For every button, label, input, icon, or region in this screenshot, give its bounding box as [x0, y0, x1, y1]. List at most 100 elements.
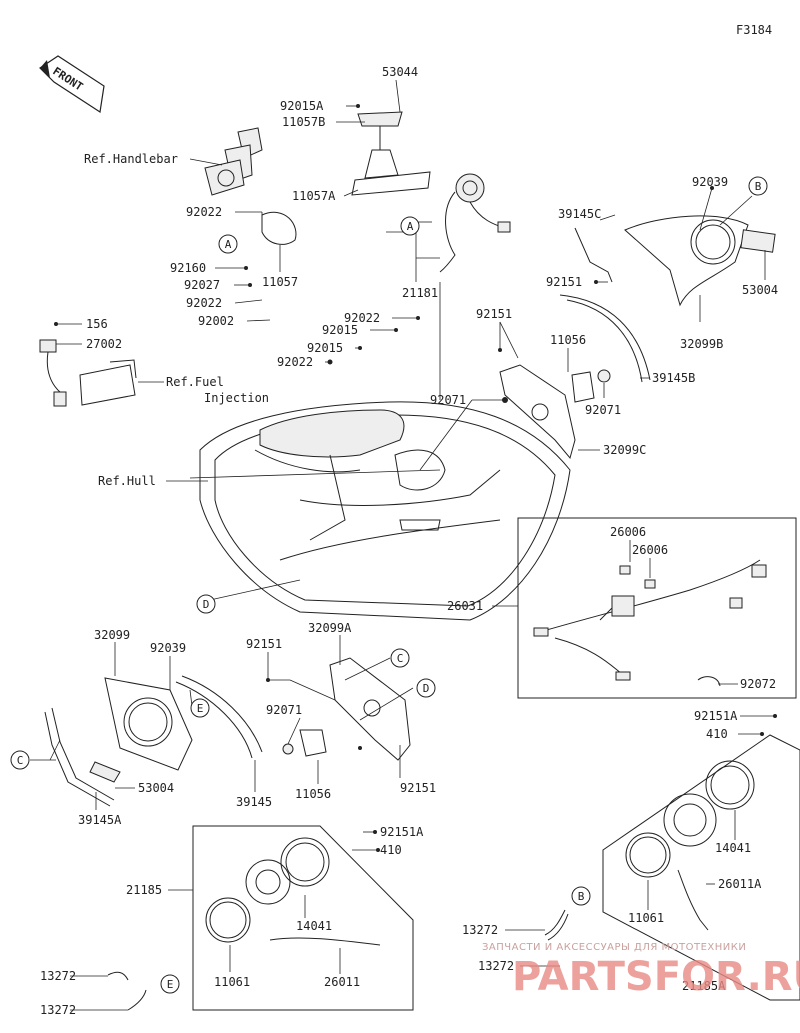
label-92151-b: 92151 — [476, 307, 512, 321]
svg-text:B: B — [755, 180, 762, 193]
label-11057b: 11057B — [282, 115, 325, 129]
label-21181: 21181 — [402, 286, 438, 300]
svg-text:A: A — [225, 238, 232, 251]
label-92160: 92160 — [170, 261, 206, 275]
label-39145b: 39145B — [652, 371, 695, 385]
handlebar-mount-drawing — [204, 127, 297, 245]
label-92151-a: 92151 — [546, 275, 582, 289]
label-92039-b: 92039 — [150, 641, 186, 655]
label-39145c: 39145C — [558, 207, 601, 221]
label-92039-a: 92039 — [692, 175, 728, 189]
svg-text:D: D — [203, 598, 210, 611]
speaker-cover-32099-drawing — [44, 675, 263, 807]
clip-92072-drawing — [697, 676, 721, 687]
label-26006-a: 26006 — [610, 525, 646, 539]
leader-lines — [30, 79, 775, 1011]
label-156: 156 — [86, 317, 108, 331]
label-92151a-2: 92151A — [380, 825, 424, 839]
label-27002: 27002 — [86, 337, 122, 351]
label-92022-a: 92022 — [186, 205, 222, 219]
label-32099c: 32099C — [603, 443, 646, 457]
label-410-a: 410 — [706, 727, 728, 741]
label-92151a-1: 92151A — [694, 709, 738, 723]
label-32099: 32099 — [94, 628, 130, 642]
label-14041-a: 14041 — [715, 841, 751, 855]
label-26006-b: 26006 — [632, 543, 668, 557]
callout-e-2: E — [160, 974, 180, 994]
label-11056-a: 11056 — [550, 333, 586, 347]
label-92015-b: 92015 — [307, 341, 343, 355]
front-arrow-icon: FRONT — [39, 55, 105, 114]
callout-d-2: D — [416, 678, 436, 698]
label-53004-a: 53004 — [742, 283, 778, 297]
label-11057: 11057 — [262, 275, 298, 289]
speaker-cover-32099b-drawing — [559, 215, 776, 383]
label-92015-a: 92015 — [322, 323, 358, 337]
label-21185: 21185 — [126, 883, 162, 897]
label-11061-a: 11061 — [628, 911, 664, 925]
svg-text:E: E — [167, 978, 174, 991]
label-92071-a: 92071 — [430, 393, 466, 407]
bolt-dots — [54, 104, 777, 852]
svg-text:C: C — [397, 652, 404, 665]
label-410-b: 410 — [380, 843, 402, 857]
callout-a-2: A — [400, 216, 420, 236]
ref-hull-label: Ref.Hull — [98, 474, 156, 488]
label-13272-c: 13272 — [40, 969, 76, 983]
svg-text:D: D — [423, 682, 430, 695]
callout-d-1: D — [196, 594, 216, 614]
label-11061-b: 11061 — [214, 975, 250, 989]
figure-id: F3184 — [736, 23, 772, 37]
svg-text:C: C — [17, 754, 24, 767]
gauge-assembly-drawing — [351, 111, 511, 273]
part-labels: 53044 92015A 11057B 11057A 92022 11057 9… — [40, 65, 778, 1017]
svg-text:A: A — [407, 220, 414, 233]
label-53004-b: 53004 — [138, 781, 174, 795]
callout-b-2: B — [571, 886, 591, 906]
ref-fuel-label-1: Ref.Fuel — [166, 375, 224, 389]
label-92071-c: 92071 — [266, 703, 302, 717]
label-92151-d: 92151 — [400, 781, 436, 795]
connector-27002-drawing — [39, 339, 137, 407]
label-39145a: 39145A — [78, 813, 122, 827]
callout-b-1: B — [748, 176, 768, 196]
label-26011: 26011 — [324, 975, 360, 989]
label-14041-b: 14041 — [296, 919, 332, 933]
label-92022-b: 92022 — [186, 296, 222, 310]
label-92027: 92027 — [184, 278, 220, 292]
speaker-box-21185a — [544, 734, 800, 1001]
label-11056-b: 11056 — [295, 787, 331, 801]
label-13272-b: 13272 — [478, 959, 514, 973]
label-92071-b: 92071 — [585, 403, 621, 417]
label-92151-c: 92151 — [246, 637, 282, 651]
label-53044: 53044 — [382, 65, 418, 79]
label-11057a: 11057A — [292, 189, 336, 203]
label-39145: 39145 — [236, 795, 272, 809]
label-92015a: 92015A — [280, 99, 324, 113]
bracket-32099c-drawing — [499, 364, 611, 460]
svg-text:B: B — [578, 890, 585, 903]
ref-handlebar-label: Ref.Handlebar — [84, 152, 178, 166]
label-26031: 26031 — [447, 599, 483, 613]
speaker-box-21185 — [107, 825, 414, 1011]
callout-c-2: C — [390, 648, 410, 668]
callout-c-1: C — [10, 750, 30, 770]
watermark-brand: PARTSFOR.RU — [512, 954, 800, 1000]
label-26011a: 26011A — [718, 877, 762, 891]
label-32099b: 32099B — [680, 337, 723, 351]
harness-box — [517, 517, 797, 699]
label-92022-c: 92022 — [344, 311, 380, 325]
label-32099a: 32099A — [308, 621, 352, 635]
callout-e-1: E — [190, 698, 210, 718]
label-92022-d: 92022 — [277, 355, 313, 369]
label-92072: 92072 — [740, 677, 776, 691]
label-13272-a: 13272 — [462, 923, 498, 937]
watermark-tagline: ЗАПЧАСТИ И АКСЕССУАРЫ ДЛЯ МОТОТЕХНИКИ — [482, 942, 746, 953]
label-13272-d: 13272 — [40, 1003, 76, 1017]
callout-a-1: A — [218, 234, 238, 254]
svg-text:E: E — [197, 702, 204, 715]
label-92002: 92002 — [198, 314, 234, 328]
label-21185a: 21185A — [682, 979, 726, 993]
hull-drawing — [199, 401, 571, 621]
